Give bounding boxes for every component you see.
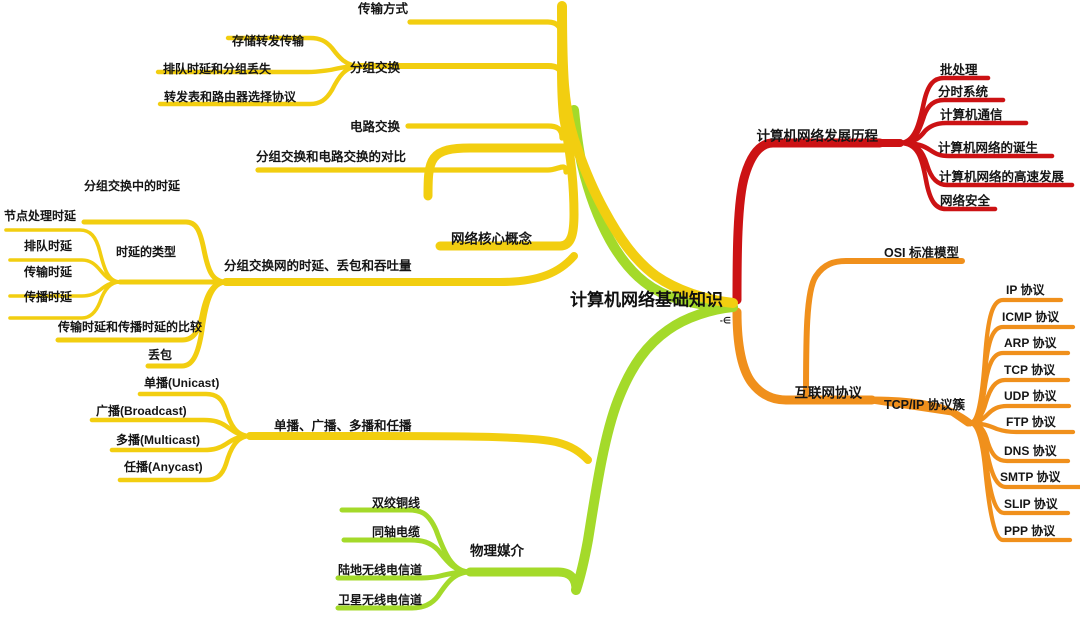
branch-line-castgroup [246, 432, 592, 464]
branch-line-transmission [407, 19, 565, 43]
branch-line-packetswitch-c0 [225, 35, 363, 69]
node-osi-model[interactable]: OSI 标准模型 [884, 245, 960, 260]
branch-line-delay-type-3 [8, 280, 122, 320]
node-media-child-3[interactable]: 卫星无线电信道 [338, 593, 423, 607]
branch-line-tcpip-child-5 [967, 420, 1076, 435]
branch-line-delay-hub [81, 219, 229, 285]
branch-line-media-trunk [465, 567, 581, 595]
node-packet-switching-child-2[interactable]: 转发表和路由器选择协议 [164, 90, 297, 104]
node-tcpip-child-6[interactable]: DNS 协议 [1004, 444, 1057, 458]
node-cast-group[interactable]: 单播、广播、多播和任播 [274, 418, 412, 433]
branch-line-circuitswitch [405, 123, 565, 141]
root-node-annotation: -∈ [719, 315, 731, 326]
node-switching-comparison[interactable]: 分组交换和电路交换的对比 [256, 149, 407, 164]
branch-line-cast-c3 [117, 433, 253, 483]
node-media-child-0[interactable]: 双绞铜线 [372, 496, 421, 510]
branch-line-compare [255, 164, 569, 175]
node-delay-loss-throughput[interactable]: 分组交换网的时延、丢包和吞吐量 [224, 258, 412, 273]
node-tcpip-child-2[interactable]: ARP 协议 [1004, 336, 1057, 350]
branch-line-history-child-2 [897, 120, 1029, 146]
node-tcpip-child-0[interactable]: IP 协议 [1006, 283, 1045, 297]
node-history-child-0[interactable]: 批处理 [940, 62, 978, 77]
branch-line-core-trunk [572, 143, 738, 308]
branch-line-delaygroup [222, 252, 578, 286]
node-circuit-switching[interactable]: 电路交换 [350, 119, 401, 134]
node-history-child-2[interactable]: 计算机通信 [940, 107, 1003, 122]
node-cast-child-2[interactable]: 多播(Multicast) [116, 433, 201, 447]
branch-history[interactable]: 计算机网络发展历程 [756, 128, 879, 144]
branch-line-delay-type-1 [8, 258, 122, 284]
node-history-child-4[interactable]: 计算机网络的高速发展 [939, 169, 1065, 184]
branch-line-packetswitch-c2 [157, 63, 363, 107]
node-delay-type-0[interactable]: 节点处理时延 [4, 209, 77, 223]
node-packet-loss[interactable]: 丢包 [148, 348, 173, 362]
node-delay-types[interactable]: 时延的类型 [116, 245, 177, 259]
branch-network-core-concepts[interactable]: 网络核心概念 [451, 231, 532, 247]
node-packet-switching-child-1[interactable]: 排队时延和分组丢失 [163, 62, 272, 76]
branch-physical-media[interactable]: 物理媒介 [470, 543, 524, 559]
branch-line-packetloss [145, 279, 229, 369]
node-delay-type-2[interactable]: 传输时延 [24, 265, 73, 279]
node-delay-in-packet-switching[interactable]: 分组交换中的时延 [84, 179, 181, 193]
branch-internet-protocols[interactable]: 互联网协议 [794, 385, 863, 401]
root-node[interactable]: 计算机网络基础知识 [570, 290, 723, 310]
node-tcpip-child-8[interactable]: SLIP 协议 [1004, 497, 1058, 511]
node-cast-child-3[interactable]: 任播(Anycast) [124, 460, 203, 474]
node-cast-child-1[interactable]: 广播(Broadcast) [96, 404, 187, 418]
branch-line-packetswitch [357, 63, 565, 81]
branch-line-cast-c1 [89, 417, 253, 439]
node-tcpip-suite[interactable]: TCP/IP 协议簇 [884, 397, 966, 412]
node-delay-comparison[interactable]: 传输时延和传播时延的比较 [58, 320, 203, 334]
node-tcpip-child-7[interactable]: SMTP 协议 [1000, 470, 1061, 484]
node-packet-switching[interactable]: 分组交换 [350, 60, 401, 75]
branch-line-media-c1 [341, 537, 473, 575]
branch-line-core-hubcurve [555, 3, 579, 251]
branch-line-history-child-5 [897, 140, 998, 212]
node-delay-type-1[interactable]: 排队时延 [24, 239, 73, 253]
node-transmission-mode[interactable]: 传输方式 [358, 1, 409, 16]
node-history-child-3[interactable]: 计算机网络的诞生 [938, 140, 1039, 155]
node-cast-child-0[interactable]: 单播(Unicast) [144, 376, 220, 390]
node-media-child-2[interactable]: 陆地无线电信道 [338, 563, 423, 577]
node-tcpip-child-4[interactable]: UDP 协议 [1004, 389, 1057, 403]
node-media-child-1[interactable]: 同轴电缆 [372, 525, 421, 539]
branch-line-tcpip-child-9 [967, 420, 1073, 543]
branch-line-osi [803, 258, 965, 403]
node-packet-switching-child-0[interactable]: 存储转发传输 [232, 34, 305, 48]
node-history-child-1[interactable]: 分时系统 [938, 84, 989, 99]
node-tcpip-child-3[interactable]: TCP 协议 [1004, 363, 1056, 377]
node-history-child-5[interactable]: 网络安全 [940, 193, 991, 208]
node-tcpip-child-5[interactable]: FTP 协议 [1006, 415, 1056, 429]
node-tcpip-child-1[interactable]: ICMP 协议 [1002, 310, 1060, 324]
branch-line-left-trunk-lower [571, 302, 738, 595]
branch-line-internet-trunk [732, 307, 877, 405]
node-tcpip-child-9[interactable]: PPP 协议 [1004, 524, 1056, 538]
branch-line-history-trunk [732, 138, 885, 305]
branch-line-tcpip-hub [868, 396, 974, 427]
node-delay-type-3[interactable]: 传播时延 [24, 290, 73, 304]
branch-line-media-c3 [335, 569, 473, 611]
